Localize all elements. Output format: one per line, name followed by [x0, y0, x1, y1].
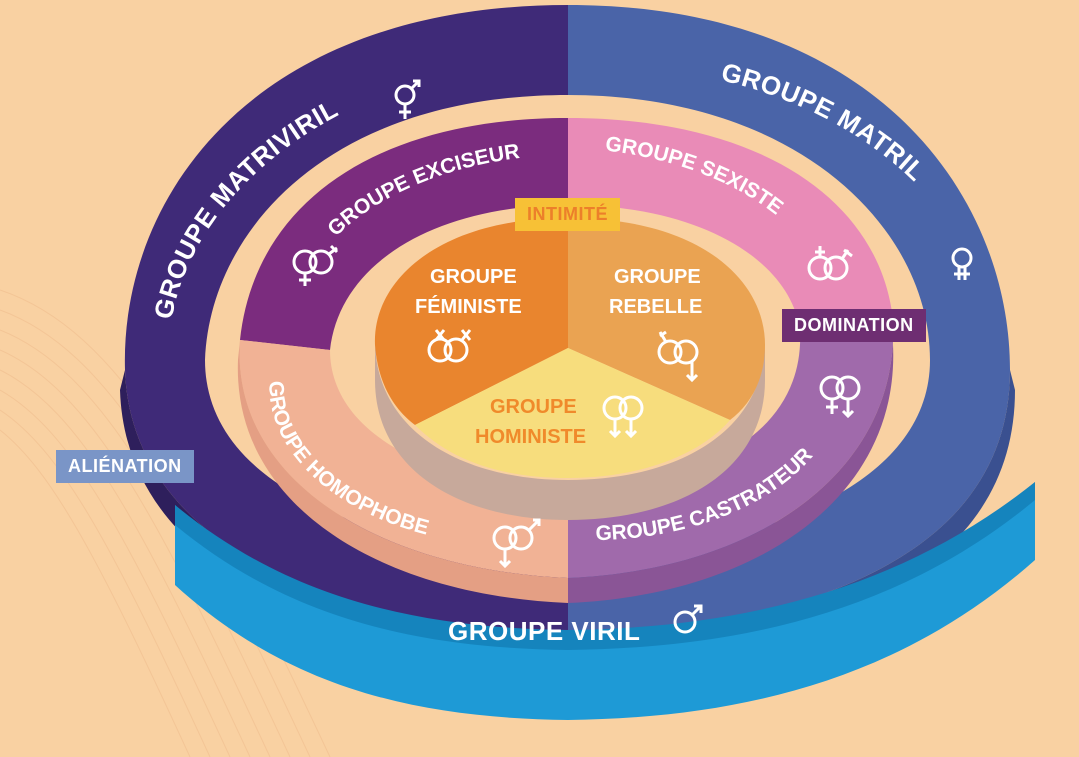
venus-mars-icon — [394, 79, 421, 119]
mars-icon — [673, 604, 703, 634]
segment-matril — [568, 5, 1010, 640]
intersex-venus-mars-icon — [292, 244, 339, 286]
segment-exciseur — [240, 118, 568, 350]
segment-viril — [175, 482, 1035, 720]
tag-intimite: INTIMITÉ — [515, 198, 620, 231]
label-rebelle-l2: REBELLE — [609, 296, 702, 318]
label-hoministe-l1: GROUPE — [490, 396, 577, 418]
core-disc — [374, 218, 765, 520]
label-hoministe-l2: HOMINISTE — [475, 426, 586, 448]
castrateur-icon — [819, 375, 861, 419]
segment-rebelle — [568, 218, 765, 420]
feministe-icon — [427, 329, 472, 363]
venus-double-icon — [951, 247, 973, 280]
homophobe-icon — [492, 518, 541, 569]
label-feministe-l2: FÉMINISTE — [415, 295, 522, 318]
segment-feministe — [374, 218, 568, 425]
hoministe-icon — [602, 395, 644, 439]
rebelle-icon — [657, 330, 699, 383]
tag-domination: DOMINATION — [782, 309, 926, 342]
tag-alienation: ALIÉNATION — [56, 450, 194, 483]
label-feministe-l1: GROUPE — [430, 266, 517, 288]
label-viril: GROUPE VIRIL — [448, 616, 640, 646]
segment-hoministe — [415, 348, 730, 478]
label-rebelle-l1: GROUPE — [614, 266, 701, 288]
intersex-sexiste-icon — [807, 246, 853, 281]
segment-castrateur — [568, 320, 894, 578]
outer-ring — [120, 5, 1035, 720]
segment-matriviril — [124, 5, 568, 640]
